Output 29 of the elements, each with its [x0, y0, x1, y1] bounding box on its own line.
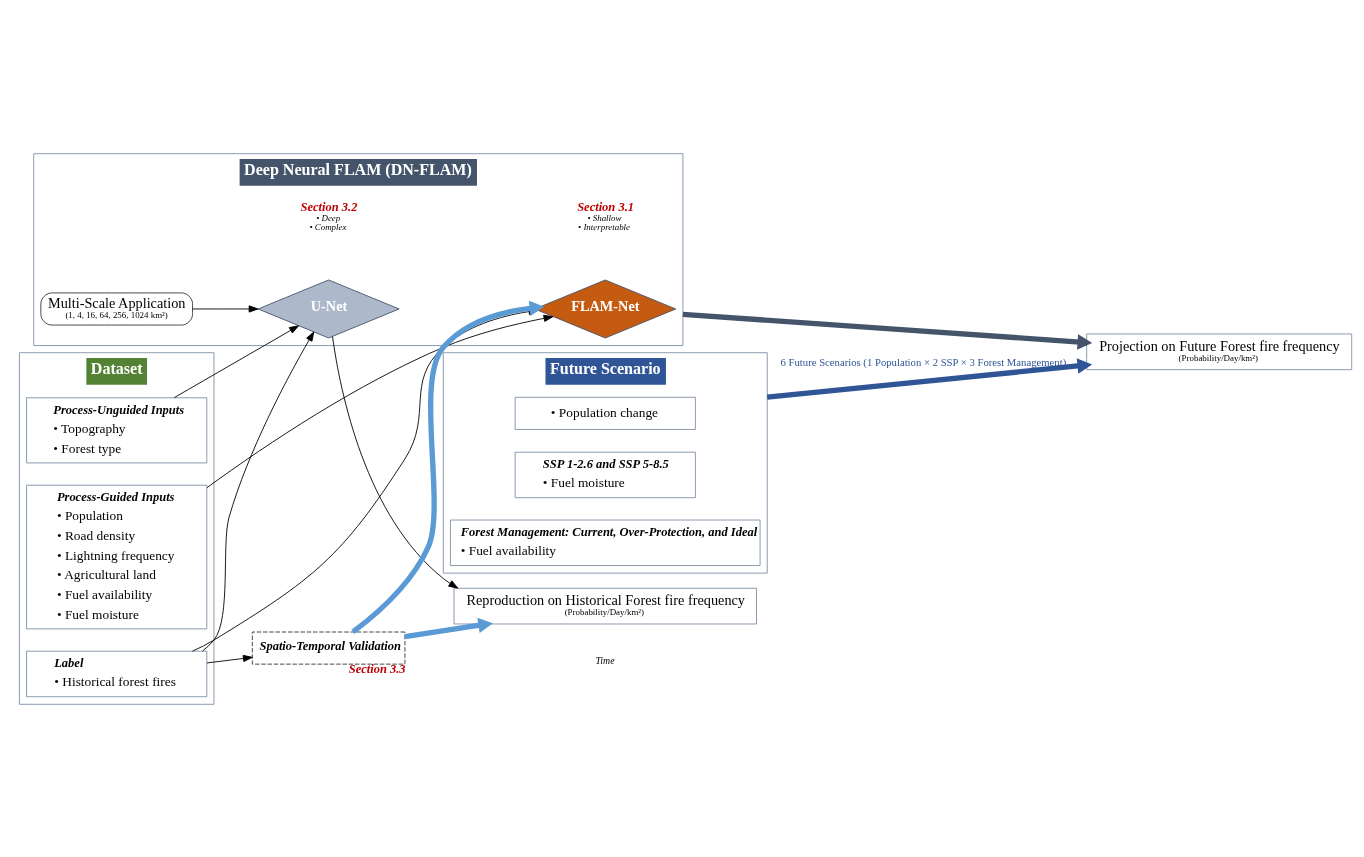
node-label: • Complex [309, 221, 347, 232]
node-box: Process-Unguided Inputs • Topography • Forest type [26, 396, 208, 463]
arrow [173, 324, 299, 398]
node-diamond: U-Net [257, 279, 400, 338]
arrow [332, 335, 459, 589]
label: Time [595, 654, 615, 666]
arrow [766, 357, 1093, 400]
node-box: SSP 1-2.6 and SSP 5-8.5 • Fuel moisture [514, 451, 696, 498]
node-box: Projection on Future Forest fire frequency (Probability/Day/km²) [1086, 333, 1353, 370]
node-box: Spatio-Temporal Validation [251, 631, 406, 665]
node-label: • Shallow [587, 212, 622, 223]
arrow [206, 314, 554, 488]
arrow [206, 654, 253, 663]
arrow [682, 311, 1093, 350]
node-box: Forest Management: Current, Over-Protection, and Ideal • Fuel availability [450, 519, 761, 566]
node-box: • Population change [514, 396, 696, 430]
arrow [202, 331, 315, 651]
arrow [404, 617, 493, 639]
node-box: Process-Guided Inputs • Population • Road density • Lightning frequency • Agricultural land • Fuel availability • Fuel moisture [26, 484, 208, 629]
node-label: • Interpretable [578, 221, 631, 232]
edge-label: 6 Future Scenarios (1 Population × 2 SSP × 3 Forest Management) [780, 355, 1067, 368]
node-label: Section 3.2 [300, 199, 358, 214]
node-box: Reproduction on Historical Forest fire frequency (Probability/Day/km²) [453, 587, 757, 624]
arrow [351, 300, 545, 634]
node-box: Multi-Scale Application (1, 4, 16, 64, 256, 1024 km²) [40, 291, 193, 325]
node-label: Section 3.1 [577, 199, 635, 214]
node-label: • Deep [316, 212, 341, 223]
node-box: Label • Historical forest fires [26, 650, 208, 697]
arrow [192, 304, 259, 313]
